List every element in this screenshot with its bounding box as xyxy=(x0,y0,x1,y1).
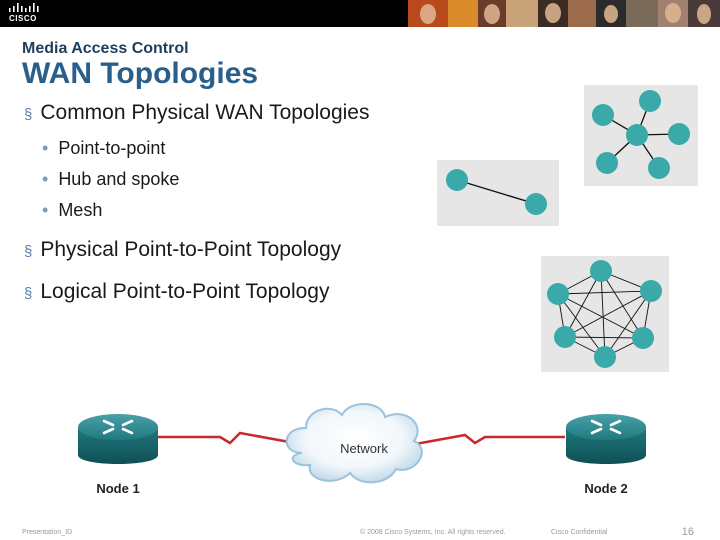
brand-name: CISCO xyxy=(9,14,37,23)
bullet-marker-icon: § xyxy=(24,106,33,123)
bullet-marker-icon: § xyxy=(24,243,33,260)
sub-bullet-text: Hub and spoke xyxy=(58,169,180,189)
sub-bullet-item: • Hub and spoke xyxy=(42,169,179,190)
people-photo-strip xyxy=(408,0,720,27)
footer-copyright: © 2008 Cisco Systems, Inc. All rights re… xyxy=(360,529,506,536)
sub-bullet-dot-icon: • xyxy=(42,200,49,220)
sub-bullet-item: • Point-to-point xyxy=(42,138,165,159)
point-to-point-diagram xyxy=(437,160,559,226)
sub-bullet-text: Mesh xyxy=(58,200,103,220)
network-cloud-icon xyxy=(285,402,423,484)
footer-confidential: Cisco Confidential xyxy=(551,529,608,536)
bullet-text: Common Physical WAN Topologies xyxy=(40,101,370,124)
router-node1-icon xyxy=(78,414,158,464)
bullet-text: Logical Point-to-Point Topology xyxy=(40,280,330,303)
sub-bullet-dot-icon: • xyxy=(42,138,49,158)
footer-presentation-id: Presentation_ID xyxy=(22,529,73,536)
mesh-diagram xyxy=(541,256,669,372)
bullet-item: § Logical Point-to-Point Topology xyxy=(24,280,329,304)
sub-bullet-item: • Mesh xyxy=(42,200,102,221)
router-node2-icon xyxy=(566,414,646,464)
sub-bullet-dot-icon: • xyxy=(42,169,49,189)
serial-link-left xyxy=(158,431,296,445)
serial-link-right xyxy=(409,433,565,447)
node1-label: Node 1 xyxy=(96,481,139,496)
hub-and-spoke-diagram xyxy=(584,85,698,186)
cisco-logo-icon xyxy=(9,3,39,12)
sub-bullet-text: Point-to-point xyxy=(58,138,166,158)
bullet-text: Physical Point-to-Point Topology xyxy=(40,238,342,261)
network-label: Network xyxy=(340,441,388,456)
network-diagram: Network Node 1 Node 2 xyxy=(78,402,646,496)
page-title: WAN Topologies xyxy=(22,57,259,90)
bullet-item: § Common Physical WAN Topologies xyxy=(24,101,369,125)
page-number: 16 xyxy=(681,526,694,538)
bullet-marker-icon: § xyxy=(24,285,33,302)
bullet-item: § Physical Point-to-Point Topology xyxy=(24,238,341,262)
node2-label: Node 2 xyxy=(584,481,627,496)
section-subtitle: Media Access Control xyxy=(22,40,189,57)
header-bar: CISCO xyxy=(0,0,720,27)
